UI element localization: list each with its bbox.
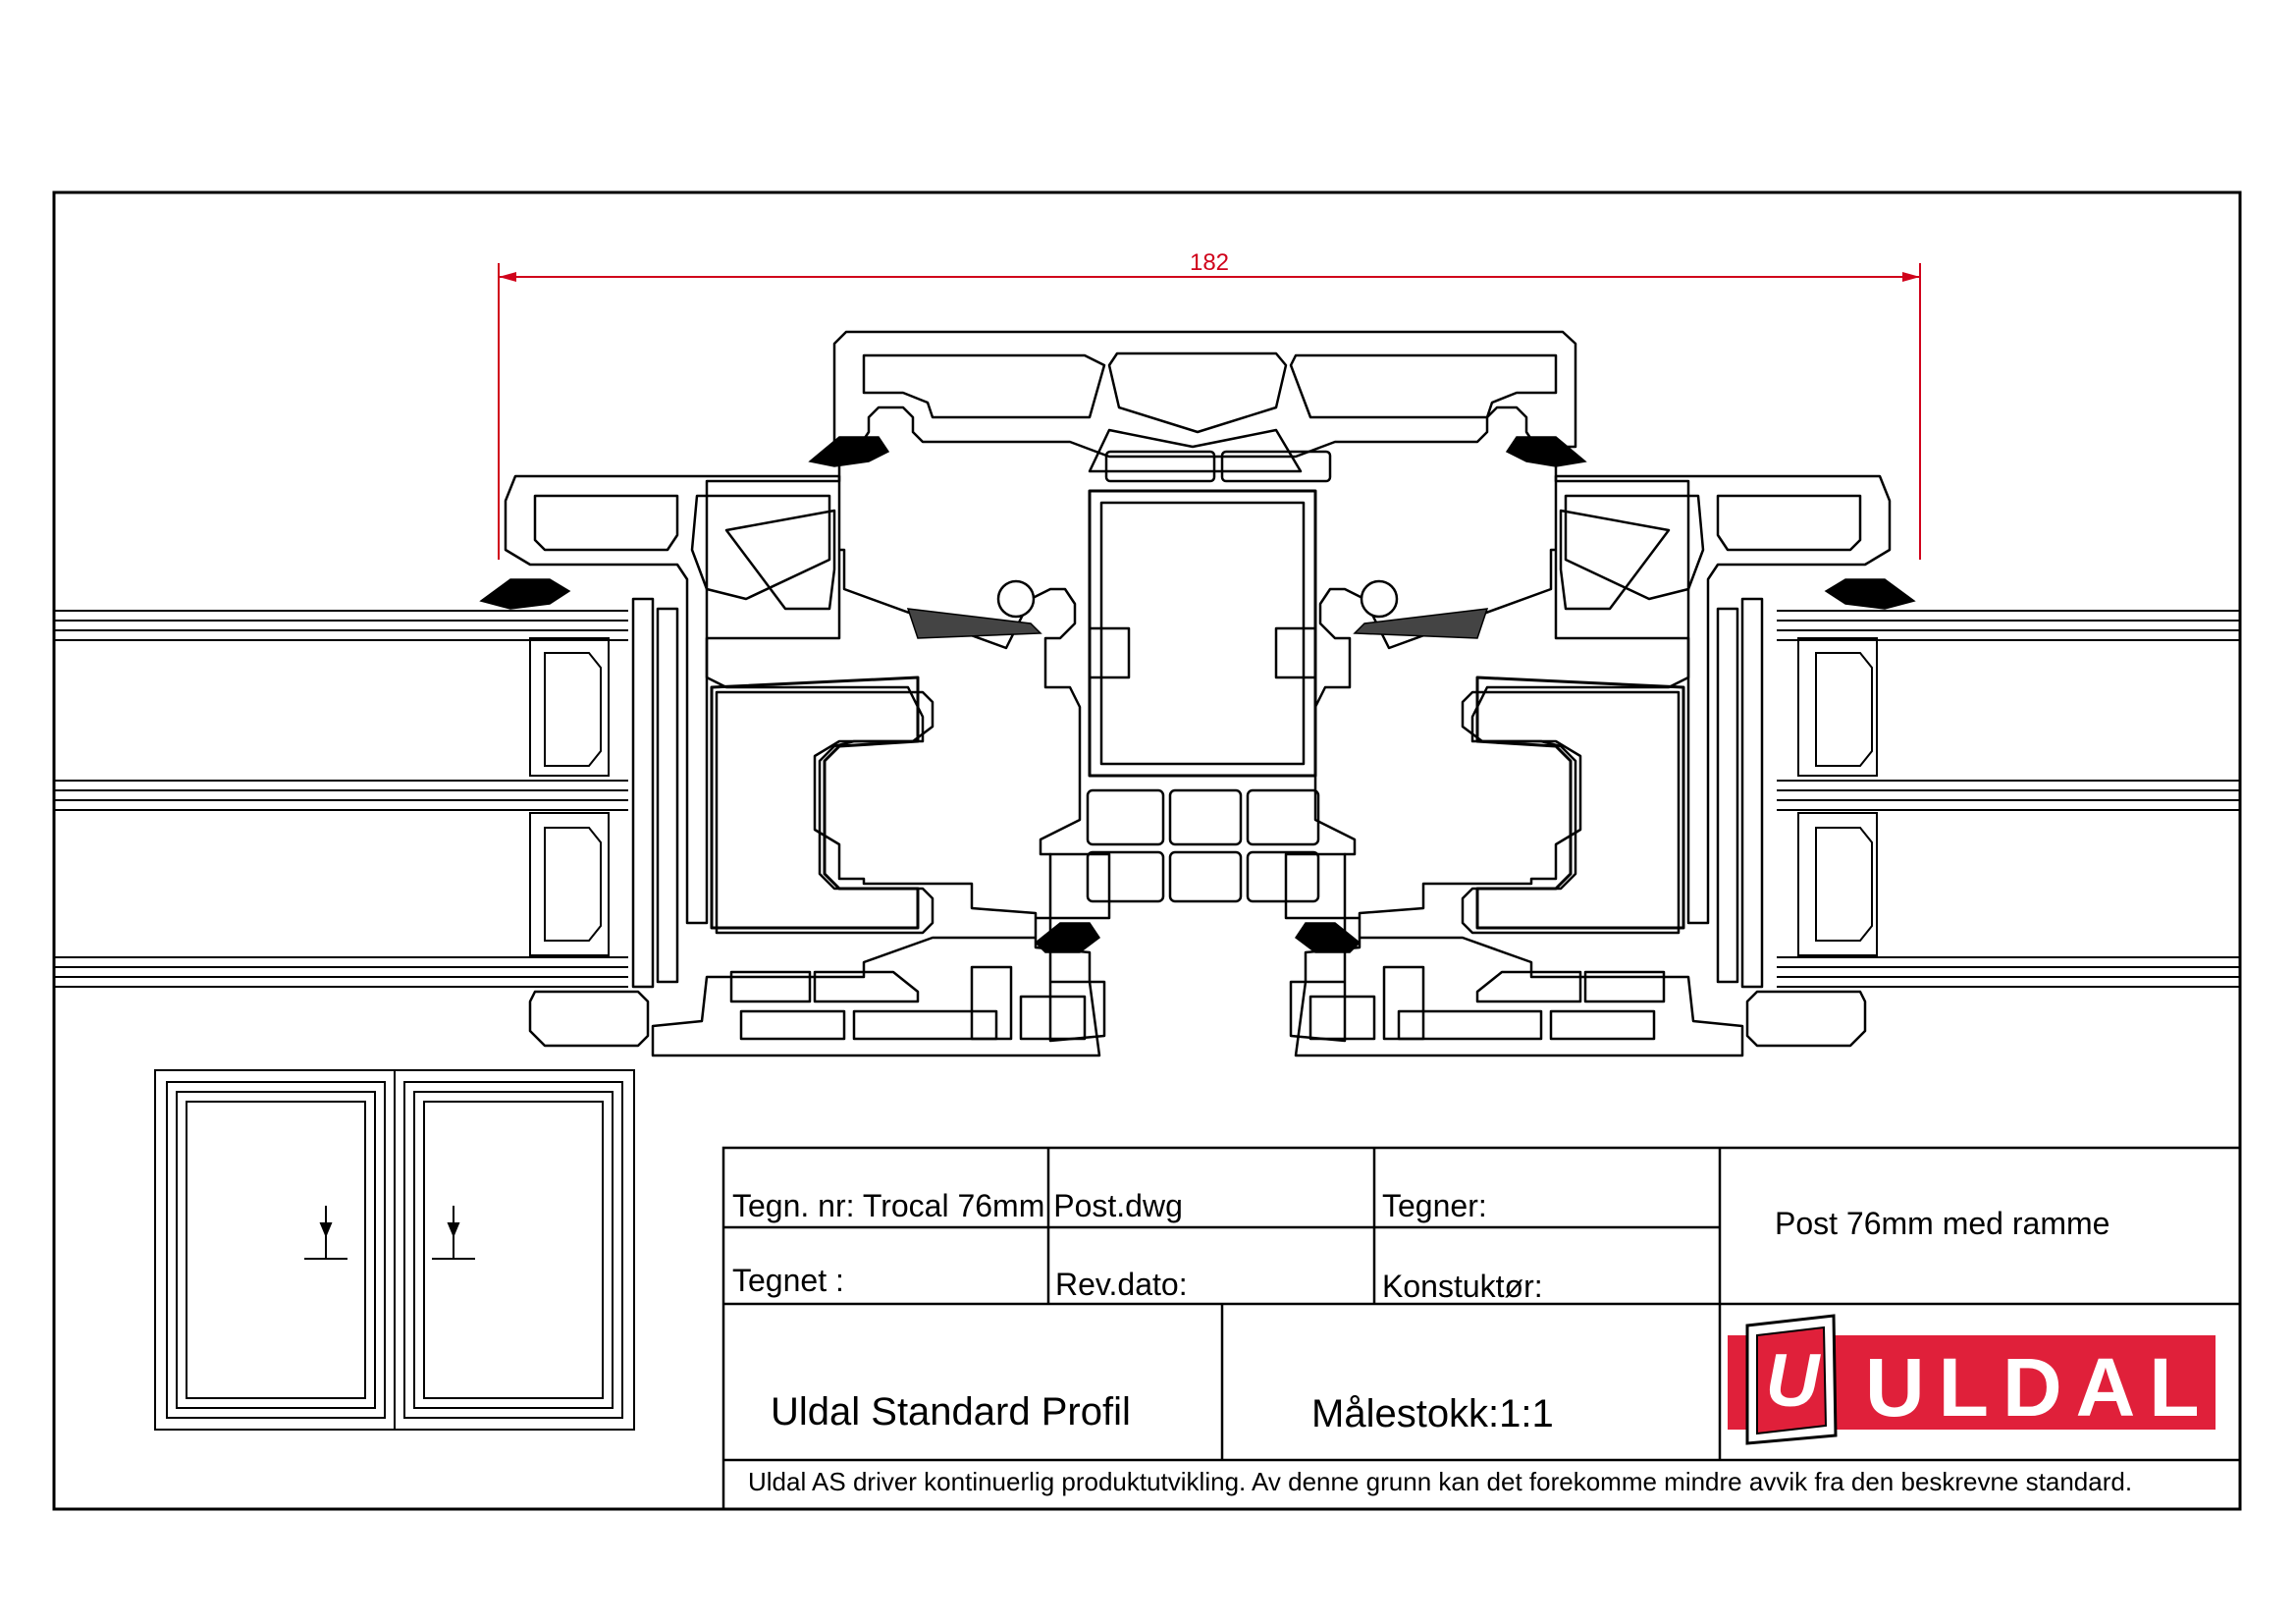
- uldal-logo: [1728, 1314, 2216, 1445]
- dimension-label: 182: [1190, 249, 1229, 276]
- drawn-by-label: Tegnet :: [732, 1263, 844, 1298]
- scale-label: Målestokk:1:1: [1311, 1392, 1554, 1435]
- title-block-grid: [721, 1146, 2242, 1511]
- revision-date-label: Rev.dato:: [1055, 1267, 1188, 1302]
- drawing-number: Tegn. nr: Trocal 76mm Post.dwg: [732, 1188, 1183, 1223]
- logo-letter-u: U: [1765, 1339, 1820, 1423]
- sheet-border: [52, 190, 2242, 1511]
- disclaimer: Uldal AS driver kontinuerlig produktutvi…: [748, 1467, 2133, 1496]
- window-elevation: [154, 1069, 635, 1431]
- logo-word: ULDAL: [1865, 1341, 2214, 1434]
- profile-cross-section: [504, 330, 1892, 1057]
- drawing-description: Post 76mm med ramme: [1775, 1206, 2110, 1241]
- drafter-label: Tegner:: [1382, 1188, 1487, 1223]
- logo-window-mark: [1745, 1314, 1838, 1445]
- dimension-182: 182: [498, 249, 1921, 560]
- designer-label: Konstuktør:: [1382, 1269, 1543, 1304]
- profile-name: Uldal Standard Profil: [771, 1390, 1131, 1434]
- glazing-left: [54, 610, 628, 988]
- gaskets: [479, 436, 1916, 953]
- glazing-right: [1777, 610, 2240, 988]
